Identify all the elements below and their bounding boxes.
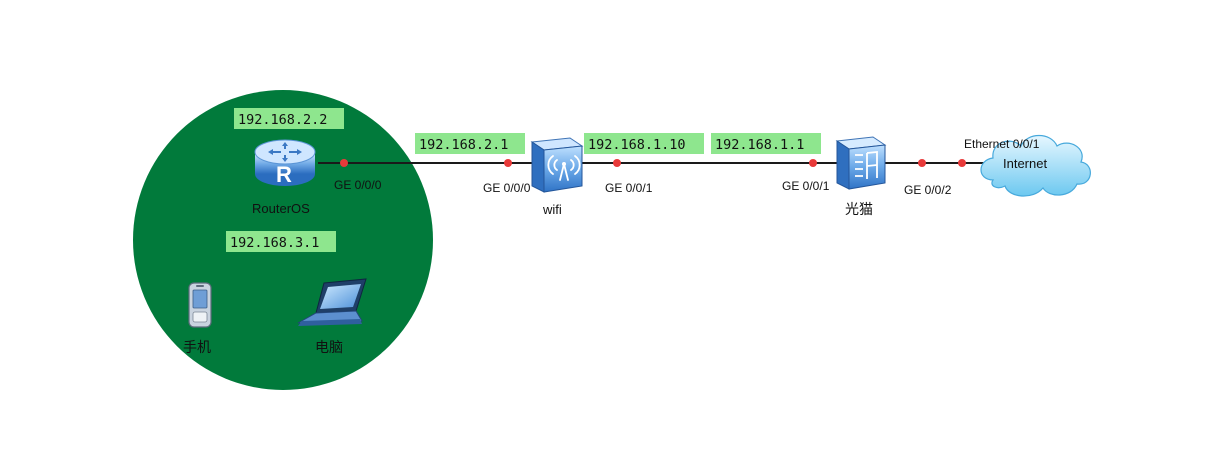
cloud-icon[interactable] <box>980 134 1091 197</box>
port-label-wifi-ge000: GE 0/0/0 <box>483 181 531 195</box>
ip-lan: 192.168.3.1 <box>230 235 319 251</box>
svg-text:R: R <box>276 162 292 187</box>
ip-router: 192.168.2.2 <box>238 112 327 128</box>
port-dot-wifi-ge000 <box>504 159 512 167</box>
port-label-wifi-ge001: GE 0/0/1 <box>605 181 653 195</box>
port-label-router-ge000: GE 0/0/0 <box>334 178 382 192</box>
internet-name: Internet <box>1003 156 1047 171</box>
port-dot-router-ge000 <box>340 159 348 167</box>
router-icon[interactable]: R <box>254 139 316 187</box>
port-label-modem-ge002: GE 0/0/2 <box>904 183 952 197</box>
port-dot-wifi-ge001 <box>613 159 621 167</box>
port-dot-internet-eth001 <box>958 159 966 167</box>
wifi-name: wifi <box>542 202 562 217</box>
port-dots <box>340 159 966 167</box>
internet-port-label: Ethernet 0/0/1 <box>964 137 1040 151</box>
laptop-icon[interactable] <box>297 278 367 326</box>
phone-name: 手机 <box>183 340 211 356</box>
mobile-phone-icon[interactable] <box>188 282 212 328</box>
port-dot-modem-ge001 <box>809 159 817 167</box>
wireless-ap-icon[interactable] <box>530 137 584 193</box>
optical-modem-icon[interactable] <box>835 136 887 190</box>
ip-wifi-right: 192.168.1.10 <box>588 137 686 153</box>
port-dot-modem-ge002 <box>918 159 926 167</box>
router-name: RouterOS <box>252 201 310 216</box>
ip-label-backgrounds <box>226 108 821 252</box>
modem-name: 光猫 <box>845 202 873 218</box>
ip-modem-left: 192.168.1.1 <box>715 137 804 153</box>
port-label-modem-ge001: GE 0/0/1 <box>782 179 830 193</box>
laptop-name: 电脑 <box>315 340 343 356</box>
ip-wifi-left: 192.168.2.1 <box>419 137 508 153</box>
